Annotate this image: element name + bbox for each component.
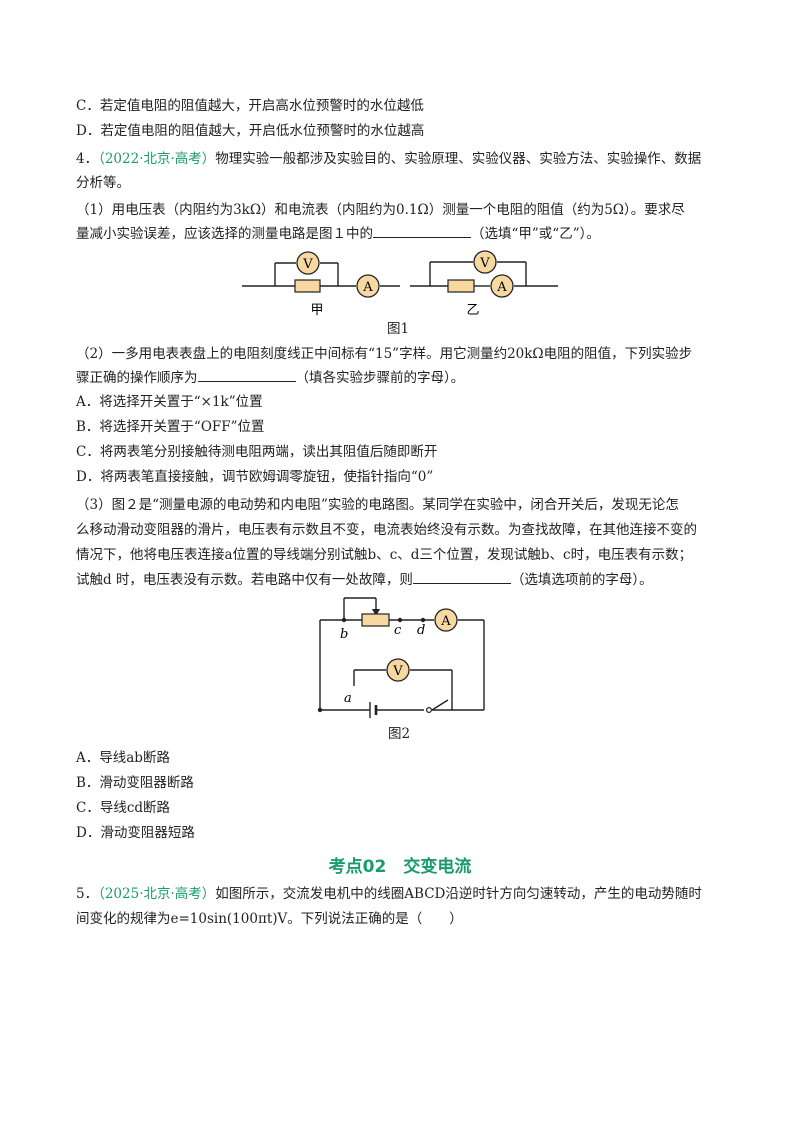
part3-line1: （3）图２是“测量电源的电动势和内电阻”实验的电路图。某同学在实验中，闭合开关后…	[76, 497, 679, 513]
resistor-jia	[294, 279, 321, 293]
ammeter-label: A	[496, 280, 507, 295]
ammeter-label: A	[440, 614, 451, 629]
voltmeter-label: V	[302, 257, 313, 272]
label-yi: 乙	[466, 303, 479, 318]
ammeter-yi	[490, 274, 514, 298]
question-5-line1: 5．（2025·北京·高考）如图所示，交流发电机中的线圈ABCD沿逆时针方向匀速…	[76, 885, 702, 903]
answer-d: D．滑动变阻器短路	[76, 825, 195, 841]
part1-line1: （1）用电压表（内阻约为3kΩ）和电流表（内阻约为0.1Ω）测量一个电阻的阻值（…	[76, 202, 685, 218]
answer-c: C．导线cd断路	[76, 800, 171, 816]
node-d	[420, 617, 426, 623]
section-heading: 考点02 交变电流	[328, 857, 472, 877]
part2-hint: （填各实验步骤前的字母）。	[295, 370, 465, 386]
ammeter-label: A	[362, 280, 373, 295]
step-c: C．将两表笔分别接触待测电阻两端，读出其阻值后随即断开	[76, 444, 438, 460]
slider-arrow	[372, 609, 380, 616]
answer-b: B．滑动变阻器断路	[76, 775, 194, 791]
figure-2-caption: 图2	[388, 726, 411, 742]
part2-text: 骤正确的操作顺序为	[76, 370, 198, 386]
question-number: 4．	[76, 151, 99, 167]
node-a	[317, 707, 323, 713]
question-source: （2022·北京·高考）	[98, 151, 216, 167]
option-d-prev: D．若定值电阻的阻值越大，开启低水位预警时的水位越高	[76, 123, 425, 139]
part3-line4: 试触d 时，电压表没有示数。若电路中仅有一处故障，则 （选填选项前的字母）。	[76, 571, 653, 589]
label-jia: 甲	[310, 303, 323, 318]
node-b	[341, 617, 347, 623]
part3-text: 试触d 时，电压表没有示数。若电路中仅有一处故障，则	[76, 572, 413, 588]
part3-hint: （选填选项前的字母）。	[510, 572, 653, 588]
question-4-line2: 分析等。	[76, 175, 130, 191]
answer-a: A．导线ab断路	[76, 750, 170, 766]
node-c	[397, 617, 403, 623]
question-4-line1: 4．（2022·北京·高考）物理实验一般都涉及实验目的、实验原理、实验仪器、实验…	[76, 150, 701, 168]
question-text: 物理实验一般都涉及实验目的、实验原理、实验仪器、实验方法、实验操作、数据	[215, 151, 702, 167]
part3-line3: 情况下，他将电压表连接a位置的导线端分别试触b、c、d三个位置，发现试触b、c时…	[76, 547, 693, 563]
question-text: 如图所示，交流发电机中的线圈ABCD沿逆时针方向匀速转动，产生的电动势随时	[215, 886, 702, 902]
rheostat	[361, 613, 390, 627]
option-c-prev: C．若定值电阻的阻值越大，开启高水位预警时的水位越低	[76, 98, 424, 114]
step-d: D．将两表笔直接接触，调节欧姆调零旋钮，使指针指向“0”	[76, 469, 434, 485]
question-source: （2025·北京·高考）	[98, 886, 216, 902]
answer-blank	[412, 571, 511, 584]
part1-line2: 量减小实验误差，应该选择的测量电路是图１中的 （选填“甲”或“乙”）。	[76, 225, 600, 243]
answer-blank	[373, 225, 471, 238]
part1-hint: （选填“甲”或“乙”）。	[471, 226, 600, 242]
label-a: a	[344, 691, 352, 706]
figure-2-circuit: A V b c d a	[317, 597, 485, 718]
figure-1-circuits: V A V A 甲 乙	[242, 250, 558, 318]
part3-line2: 么移动滑动变阻器的滑片，电压表有示数且不变，电流表始终没有示数。为查找故障，在其…	[76, 522, 697, 538]
question-5-line2: 间变化的规律为e=10sin(100πt)V。下列说法正确的是（ ）	[76, 911, 463, 927]
part2-line1: （2）一多用电表表盘上的电阻刻度线正中间标有“15”字样。用它测量约20kΩ电阻…	[76, 346, 693, 362]
label-b: b	[340, 627, 348, 642]
switch-contact	[425, 706, 432, 713]
resistor-yi	[447, 279, 475, 293]
voltmeter-label: V	[479, 256, 490, 271]
label-c: c	[394, 623, 402, 638]
voltmeter	[386, 658, 410, 682]
ammeter	[434, 608, 458, 632]
voltmeter-label: V	[392, 664, 403, 679]
label-d: d	[417, 623, 425, 638]
step-b: B．将选择开关置于“OFF”位置	[76, 419, 265, 435]
question-number: 5．	[76, 886, 99, 902]
figure-1-caption: 图1	[387, 321, 410, 337]
step-a: A．将选择开关置于“×1k”位置	[76, 394, 263, 410]
ammeter-jia	[356, 274, 380, 298]
part2-line2: 骤正确的操作顺序为 （填各实验步骤前的字母）。	[76, 369, 464, 387]
answer-blank	[197, 369, 296, 382]
voltmeter-jia	[296, 251, 320, 275]
voltmeter-yi	[473, 250, 497, 274]
part1-text: 量减小实验误差，应该选择的测量电路是图１中的	[76, 226, 373, 242]
